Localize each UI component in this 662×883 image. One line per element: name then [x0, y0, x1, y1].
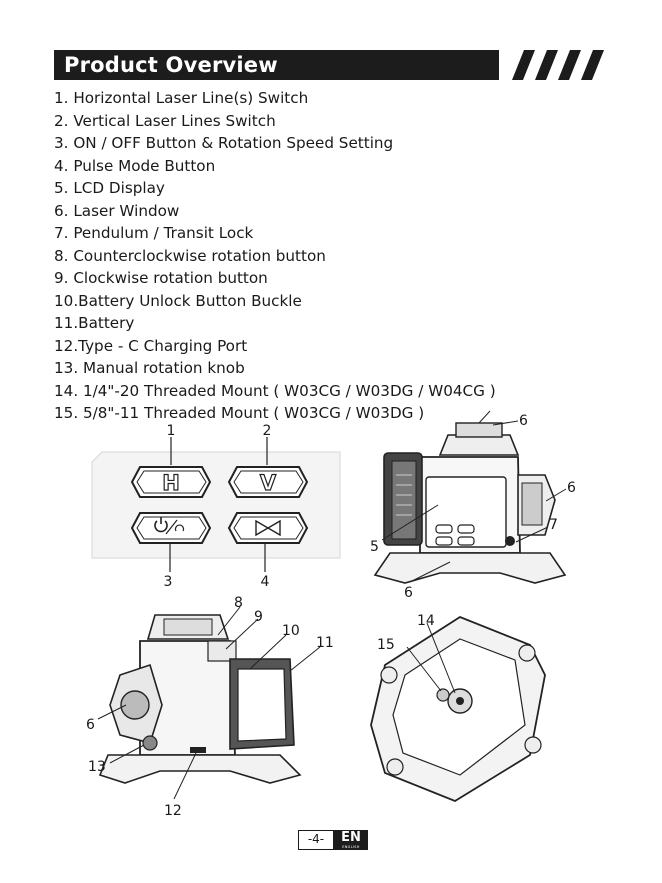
pulse-icon — [255, 519, 281, 537]
parts-list: 1. Horizontal Laser Line(s) Switch 2. Ve… — [54, 87, 496, 425]
callout-label: 10 — [282, 623, 300, 639]
callout-label: 6 — [519, 413, 528, 429]
list-item: 14. 1/4"-20 Threaded Mount ( W03CG / W03… — [54, 381, 496, 400]
page-footer: -4- EN ENGLISH — [298, 830, 368, 850]
list-item: 1. Horizontal Laser Line(s) Switch — [54, 89, 309, 107]
list-item: 3. ON / OFF Button & Rotation Speed Sett… — [54, 134, 394, 152]
callout-label: 6 — [567, 480, 576, 496]
h-key-label: H — [162, 471, 180, 495]
list-item: 12.Type - C Charging Port — [54, 336, 248, 355]
list-item: 15. 5/8"-11 Threaded Mount ( W03CG / W03… — [54, 404, 425, 422]
pulse-mode-button — [227, 512, 309, 544]
list-item: 7. Pendulum / Transit Lock — [54, 224, 254, 242]
list-item: 9. Clockwise rotation button — [54, 269, 268, 287]
header-stripes-decoration — [512, 50, 604, 80]
callout-label: 4 — [261, 574, 270, 590]
callout-label: 13 — [88, 759, 106, 775]
list-item: 11.Battery — [54, 314, 135, 332]
list-item: 6. Laser Window — [54, 201, 180, 220]
language-code: EN — [341, 830, 361, 845]
power-icon — [154, 517, 185, 535]
side-view-illustration: 8 9 10 11 6 13 12 — [86, 595, 334, 819]
power-rotation-button — [130, 512, 212, 544]
list-item: 5. LCD Display — [54, 179, 165, 197]
callout-label: 9 — [254, 609, 263, 625]
language-badge: EN ENGLISH — [334, 830, 368, 850]
callout-label: 8 — [234, 595, 243, 611]
list-item: 10.Battery Unlock Button Buckle — [54, 291, 302, 310]
list-item: 13. Manual rotation knob — [54, 359, 245, 377]
vertical-switch-button: V — [227, 466, 309, 498]
front-view-illustration: 6 6 7 5 6 — [370, 410, 576, 601]
callout-label: 1 — [167, 423, 176, 439]
callout-label: 6 — [404, 585, 413, 601]
callout-label: 15 — [377, 637, 395, 653]
bottom-view-illustration: 14 15 — [370, 613, 546, 803]
list-item: 2. Vertical Laser Lines Switch — [54, 111, 276, 130]
list-item: 8. Counterclockwise rotation button — [54, 246, 326, 265]
page-number: -4- — [298, 830, 334, 850]
callout-label: 11 — [316, 635, 334, 651]
language-sub: ENGLISH — [342, 845, 360, 849]
keypad-illustration: H V 1 2 3 4 — [91, 423, 341, 590]
callout-label: 7 — [549, 517, 558, 533]
callout-label: 14 — [417, 613, 435, 629]
list-item: 4. Pulse Mode Button — [54, 156, 216, 175]
callout-label: 3 — [164, 574, 173, 590]
callout-label: 12 — [164, 803, 182, 819]
callout-label: 6 — [86, 717, 95, 733]
v-key-label: V — [260, 471, 277, 495]
page-title: Product Overview — [54, 50, 499, 80]
horizontal-switch-button: H — [130, 466, 212, 498]
callout-label: 5 — [370, 539, 379, 555]
callout-label: 2 — [263, 423, 272, 439]
